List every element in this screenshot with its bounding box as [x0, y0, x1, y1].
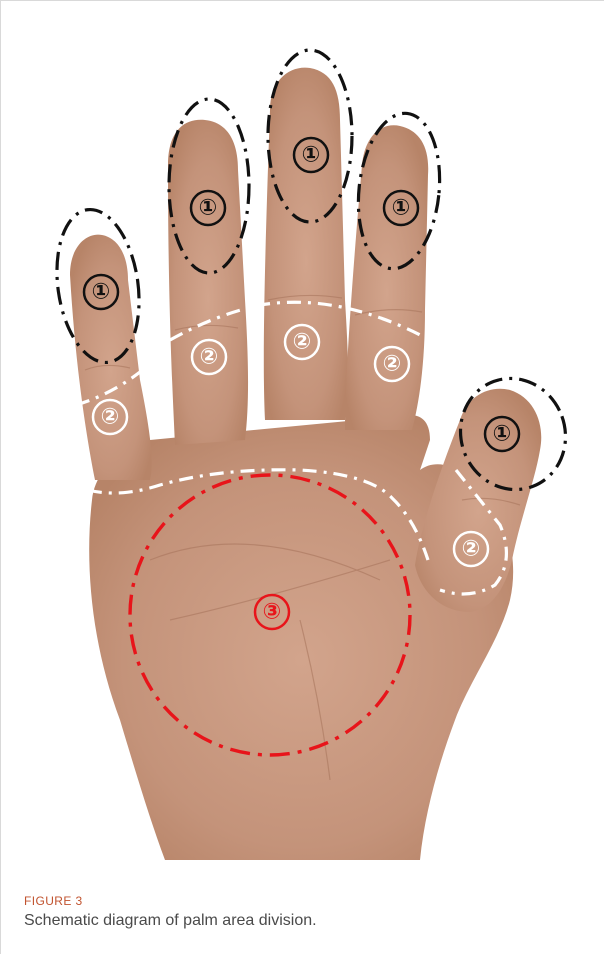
zone-1-middle-label: ① [302, 143, 321, 168]
zone-1-thumb-label: ① [493, 422, 512, 447]
zone-1-little-label: ① [92, 280, 111, 305]
palm-diagram: ① ① ① ① ① ② ② ② ② ② ③ [30, 30, 580, 865]
zone-2-thumb-label: ② [462, 537, 481, 562]
zone-3-label: ③ [263, 600, 282, 625]
zone-1-ring-label: ① [199, 196, 218, 221]
zone-2-middle-label: ② [293, 330, 312, 355]
zone-1-index-label: ① [392, 196, 411, 221]
figure-caption: FIGURE 3 Schematic diagram of palm area … [24, 894, 594, 930]
page-border-left [0, 0, 1, 954]
figure-caption-text: Schematic diagram of palm area division. [24, 912, 594, 930]
page-border-top [0, 0, 604, 1]
zone-2-index-label: ② [383, 352, 402, 377]
figure-label: FIGURE 3 [24, 894, 594, 908]
zone-2-little-label: ② [101, 405, 120, 430]
zone-2-ring-label: ② [200, 345, 219, 370]
figure-image: ① ① ① ① ① ② ② ② ② ② ③ [30, 30, 580, 865]
